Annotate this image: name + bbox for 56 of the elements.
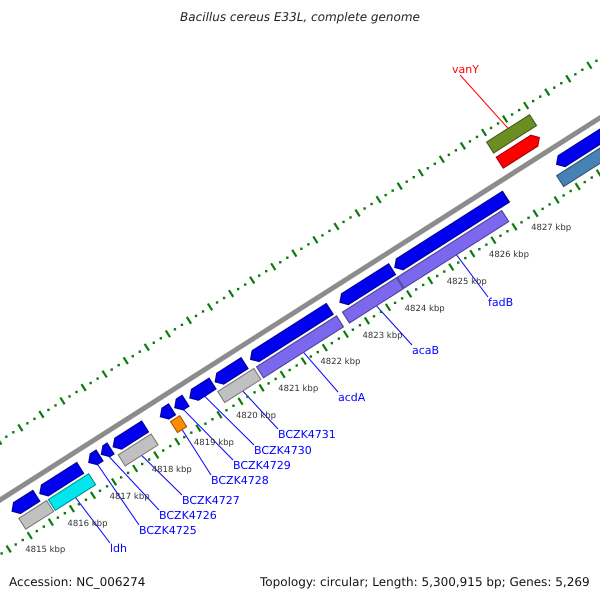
gene-feature [496,134,540,169]
scale-label: 4823 kbp [362,332,403,340]
leader-line [183,409,234,460]
gene-feature [100,442,115,458]
scale-label: 4826 kbp [488,251,529,260]
gene-label: ldh [110,543,128,554]
gene-label: fadB [488,297,514,308]
gene-feature [214,356,249,385]
leader-line [376,305,412,346]
leader-line [75,497,110,544]
leader-line [204,396,254,446]
genome-info-text: Topology: circular; Length: 5,300,915 bp; Genes: 5,269 [260,576,590,588]
title: Bacillus cereus E33L, complete genome [179,11,421,23]
leader-line [303,352,338,392]
gene-feature [11,490,41,514]
gene-label: acdA [338,392,366,403]
gene-feature [18,500,54,530]
leader-line [242,390,278,430]
gene-label: vanY [452,64,479,75]
leader-line [460,74,509,129]
gene-feature [170,415,188,434]
gene-label: BCZK4728 [211,475,269,486]
leader-line [141,454,182,496]
gene-feature [339,263,396,306]
gene-feature [112,420,150,450]
gene-feature [189,377,217,401]
gene-label: BCZK4730 [254,445,312,456]
leader-line [456,254,488,298]
gene-feature [118,433,159,467]
scale-label: 4819 kbp [194,438,234,448]
gene-feature [48,473,96,512]
gene-feature [217,368,262,404]
gene-feature [174,394,190,411]
scale-label: 4822 kbp [320,358,360,367]
scale-label: 4821 kbp [278,385,318,394]
accession-text: Accession: NC_006274 [9,576,146,588]
gene-feature [396,210,510,289]
gene-feature [160,403,176,420]
gene-feature [342,277,404,324]
gene-label: BCZK4731 [278,429,336,440]
gene-feature [88,449,104,466]
scale-label: 4815 kbp [25,546,66,555]
gene-label: BCZK4727 [182,495,240,506]
gene-feature [486,114,538,154]
scale-label: 4827 kbp [531,224,572,233]
leader-line [108,456,160,510]
gene-label: BCZK4725 [139,525,197,536]
gene-label: BCZK4726 [159,510,217,521]
gene-feature [394,190,510,270]
gene-feature [256,315,344,378]
leader-line [97,464,140,526]
gene-label: BCZK4729 [233,460,291,471]
scale-label: 4824 kbp [404,304,445,314]
gene-label: acaB [412,345,440,356]
gene-feature [39,462,84,496]
leader-line [182,429,212,476]
